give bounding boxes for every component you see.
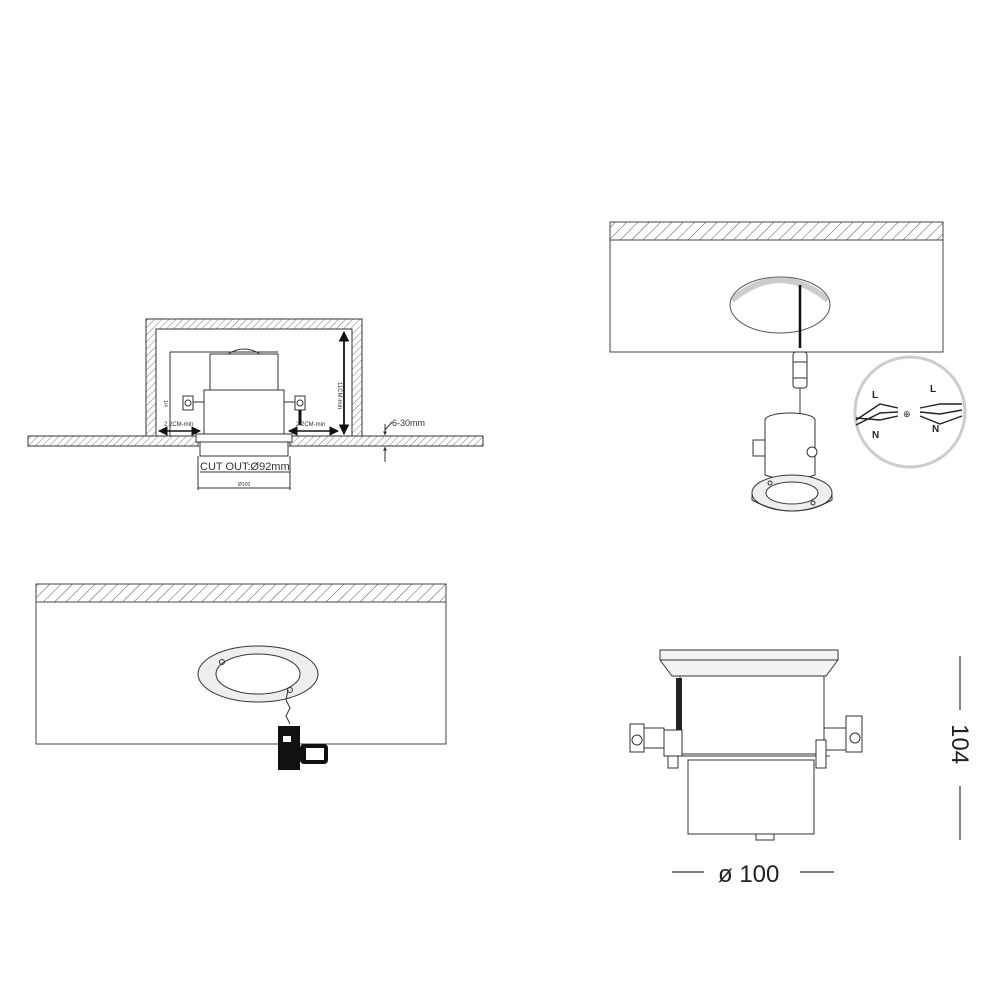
wire-l-right: L bbox=[930, 384, 936, 395]
ceiling-slab-hatch bbox=[609, 221, 944, 241]
wiring-view: L L N N ⊕ bbox=[609, 221, 967, 512]
recess-box bbox=[145, 318, 363, 437]
height-label: 11CM-min bbox=[336, 382, 342, 409]
ceiling-slab-hatch-2 bbox=[35, 583, 447, 603]
height-label-large: 104 bbox=[946, 724, 973, 764]
fixture-perspective bbox=[751, 412, 833, 512]
clearance-left-label: 2.2CM-min bbox=[164, 422, 193, 428]
cut-out-label: CUT OUT:Ø92mm bbox=[200, 461, 290, 473]
diameter-small-label: Ø100 bbox=[238, 482, 250, 488]
fixture-lower-body bbox=[687, 759, 815, 835]
earth-symbol: ⊕ bbox=[903, 409, 911, 419]
wire-n-left: N bbox=[872, 430, 879, 441]
wire-n-right: N bbox=[932, 424, 939, 435]
wire-l-left: L bbox=[872, 390, 878, 401]
screw-view bbox=[35, 583, 447, 770]
section-view: 11CM-min 1/4 2.2CM-min 2.2CM-min 6-30mm … bbox=[27, 318, 484, 490]
ceiling-hole bbox=[729, 276, 831, 334]
cable-connector bbox=[792, 351, 808, 389]
wiring-callout bbox=[853, 355, 967, 469]
ceiling-thickness-label: 6-30mm bbox=[392, 418, 425, 428]
diameter-label: ø 100 bbox=[718, 861, 779, 888]
small-dimension-label: 1/4 bbox=[162, 400, 168, 407]
trim-lens bbox=[215, 653, 301, 695]
fixture-section bbox=[169, 348, 306, 457]
fixture-upper-body bbox=[679, 675, 825, 755]
clearance-right-label: 2.2CM-min bbox=[296, 422, 325, 428]
dimension-view: ø 100 104 bbox=[629, 649, 973, 888]
fixture-flange bbox=[659, 649, 839, 677]
drill-icon bbox=[278, 726, 328, 770]
